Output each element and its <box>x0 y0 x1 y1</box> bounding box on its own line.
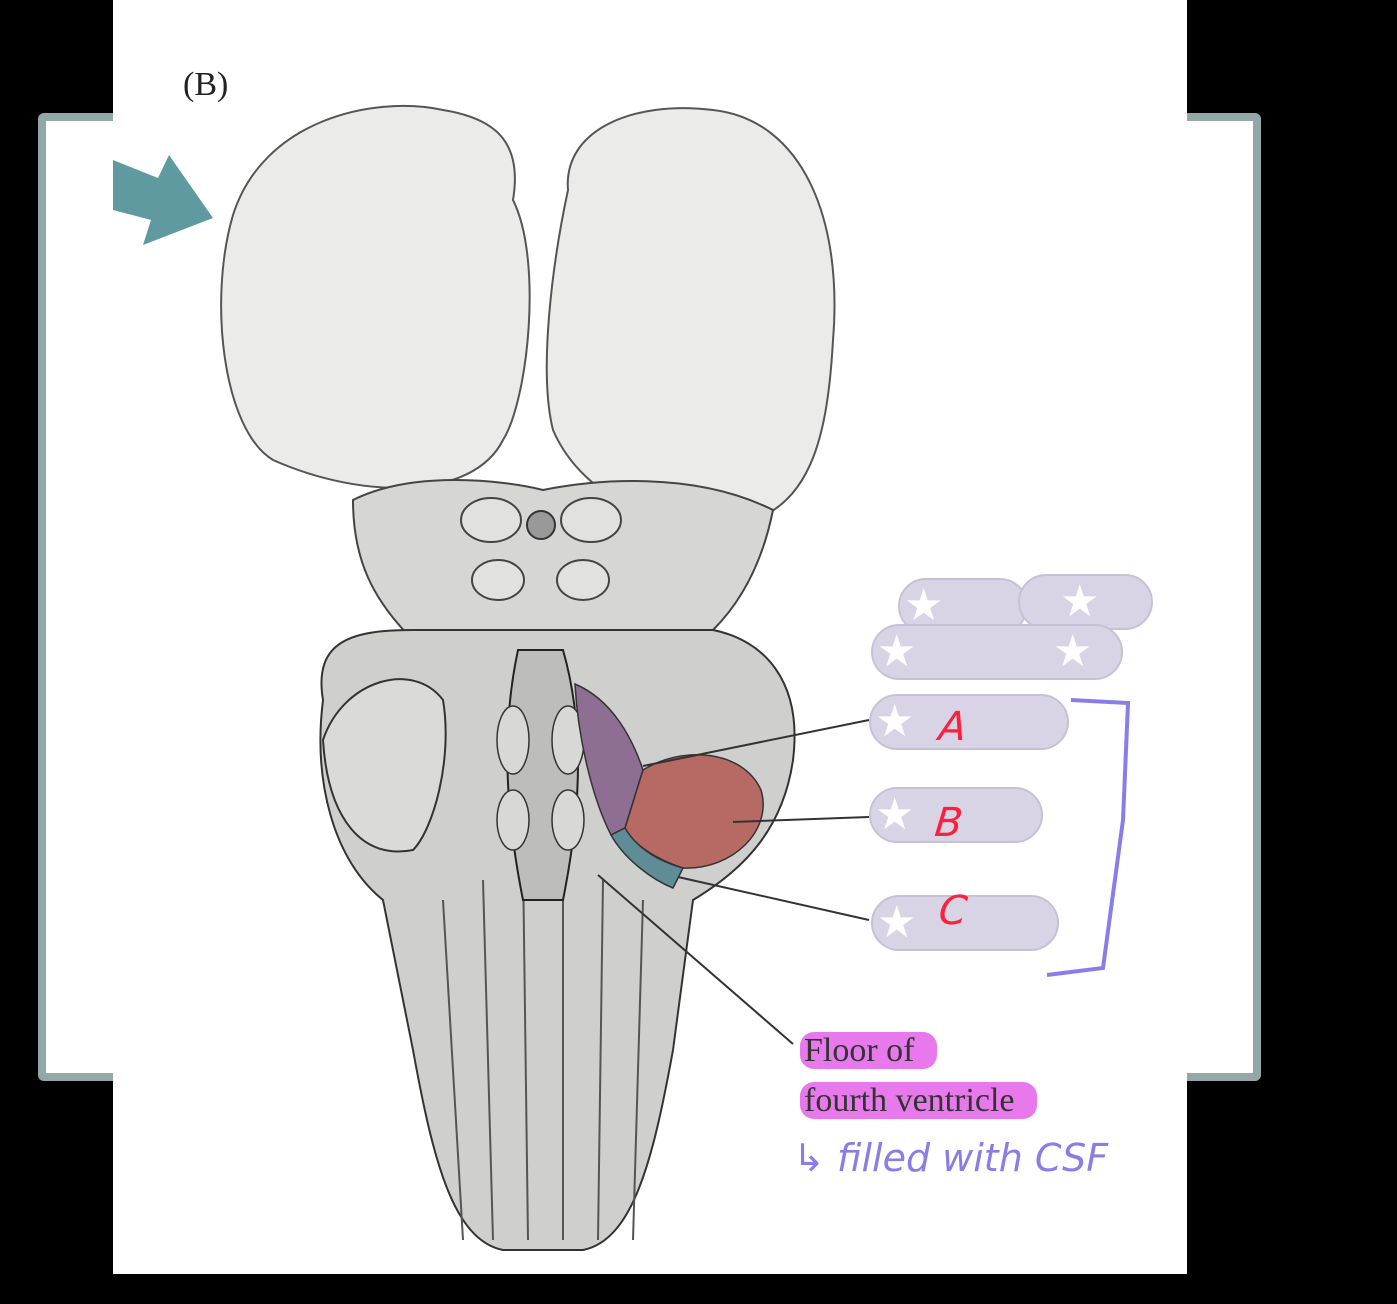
medulla-fibers <box>442 859 644 1241</box>
pineal-gland <box>526 510 556 540</box>
diagram-sheet: (B) ★ ★ ★★ ★ ★ ★ A B C Floor of fourth v… <box>113 0 1187 1274</box>
superior-colliculus-left <box>460 497 522 543</box>
handwritten-note: ↳ filled with CSF <box>793 1136 1109 1180</box>
hidden-label-a[interactable]: ★ <box>869 694 1069 750</box>
star-icon: ★ <box>1053 626 1093 677</box>
right-hemisphere <box>545 107 836 527</box>
hidden-label-c[interactable]: ★ <box>871 895 1059 951</box>
leader-line-b <box>732 816 870 823</box>
hidden-label-2[interactable]: ★ <box>1018 574 1153 630</box>
handwritten-a: A <box>936 704 969 750</box>
floor-caption: Floor of fourth ventricle <box>800 1026 1037 1126</box>
leader-line-a <box>642 719 870 767</box>
star-icon: ★ <box>877 626 917 677</box>
brainstem-illustration <box>113 104 1131 1251</box>
star-icon: ★ <box>875 696 915 747</box>
bracket <box>1046 698 1131 977</box>
handwritten-b: B <box>932 800 965 846</box>
midbrain <box>351 479 775 642</box>
star-icon: ★ <box>904 580 944 631</box>
caption-line-2: fourth ventricle <box>800 1082 1037 1119</box>
star-icon: ★ <box>1060 576 1100 627</box>
hidden-label-3[interactable]: ★★ <box>871 624 1123 680</box>
inferior-colliculus-right <box>556 559 610 601</box>
superior-colliculus-right <box>560 497 622 543</box>
inferior-colliculus-left <box>471 559 525 601</box>
star-icon: ★ <box>877 897 917 948</box>
handwritten-c: C <box>936 888 970 934</box>
leader-line-floor <box>597 874 794 1045</box>
left-peduncle <box>321 678 447 853</box>
teal-arrow-icon <box>113 155 213 245</box>
leader-line-c <box>677 876 870 921</box>
hidden-label-b[interactable]: ★ <box>869 787 1043 843</box>
caption-line-1: Floor of <box>800 1032 937 1069</box>
panel-label: (B) <box>183 66 229 103</box>
left-hemisphere <box>220 104 531 489</box>
star-icon: ★ <box>875 789 915 840</box>
fourth-ventricle-floor <box>506 649 579 901</box>
